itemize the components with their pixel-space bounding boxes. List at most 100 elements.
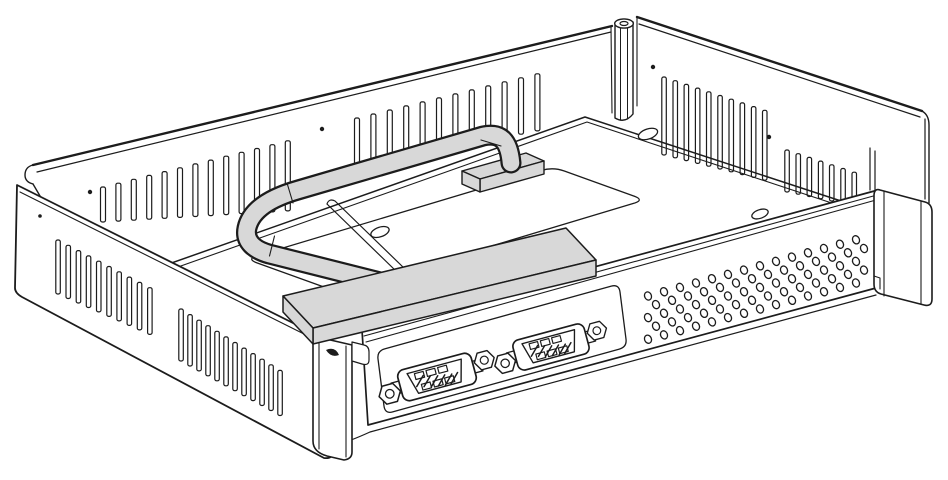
vent-hole (643, 291, 653, 301)
vent-slot (178, 308, 184, 362)
vent-slot (161, 171, 168, 219)
vent-slot (85, 255, 92, 309)
back-wall-end-cap (24, 164, 34, 185)
vent-hole (723, 312, 733, 323)
vent-hole (683, 291, 693, 301)
vent-slot (683, 83, 690, 162)
vent-hole (699, 286, 709, 297)
vent-hole (667, 295, 677, 306)
vent-hole (643, 334, 653, 344)
chassis-floor (94, 116, 903, 296)
vent-slot (370, 113, 377, 165)
vent-hole (675, 325, 685, 336)
vent-hole (803, 269, 813, 280)
floor-screw-hole (637, 127, 659, 141)
vent-hole (691, 299, 701, 310)
front-panel (350, 189, 879, 441)
right-wall (635, 15, 930, 207)
vent-hole (691, 321, 701, 331)
vent-slot (717, 94, 723, 170)
vent-slot (196, 319, 202, 372)
vent-hole (739, 286, 749, 297)
floor-screw-hole (751, 208, 769, 220)
floor-rib-strip (326, 199, 406, 273)
vent-hole (763, 269, 773, 280)
vent-hole (827, 252, 837, 262)
right-wall-end-edge (921, 110, 930, 204)
vent-slot (353, 117, 361, 168)
vent-slot (65, 244, 72, 300)
vent-slot (534, 73, 541, 132)
vent-slot (136, 281, 143, 331)
vent-hole (819, 286, 829, 297)
vent-slot (126, 276, 133, 327)
vent-slot (268, 364, 274, 412)
right-wall-slots-a (661, 76, 768, 181)
vent-hole (835, 239, 845, 249)
mounting-bar (282, 227, 597, 345)
vent-hole (787, 273, 797, 284)
vent-hole (643, 312, 653, 323)
vent-hole (859, 243, 869, 254)
vent-hole (779, 265, 789, 275)
vent-slot (661, 76, 667, 156)
vent-hole (755, 304, 765, 314)
vent-hole (859, 265, 869, 275)
vent-hole (731, 278, 741, 288)
screw-hole-dot (650, 64, 656, 70)
vent-slot (672, 80, 679, 159)
left-wall (14, 184, 333, 460)
vent-slot (223, 155, 230, 216)
vent-hole (795, 261, 805, 271)
vent-hole (795, 282, 805, 293)
vent-hole (771, 278, 781, 288)
vent-hole (851, 256, 861, 267)
front-left-corner-post (312, 335, 370, 461)
screw-hole-dot (38, 214, 42, 218)
vent-hole (779, 286, 789, 297)
vent-slot (75, 250, 82, 304)
vent-hole (747, 273, 757, 284)
screw-hole-dot (766, 134, 772, 140)
vent-hole (707, 317, 717, 327)
vent-slot (214, 330, 220, 382)
right-end-bracket (873, 188, 933, 307)
vent-slot (99, 186, 107, 223)
cable-seam (268, 139, 502, 257)
vent-slot (761, 109, 768, 181)
vent-slot (517, 77, 525, 135)
corner-hook (326, 348, 339, 356)
vent-hole (739, 308, 749, 319)
vent-hole (763, 291, 773, 301)
vent-slot (784, 149, 790, 193)
vent-hole (819, 265, 829, 275)
vent-slot (259, 358, 265, 407)
vent-hole (787, 252, 797, 262)
vent-slot (223, 336, 229, 387)
vent-slot (840, 167, 846, 204)
vent-hole (811, 278, 821, 288)
vent-slot (95, 260, 102, 313)
vent-slot (192, 163, 199, 218)
vent-hole (667, 317, 677, 327)
vent-hole (723, 291, 733, 301)
vent-hole (755, 261, 765, 271)
vent-slot (750, 105, 757, 179)
vent-slot (130, 178, 137, 221)
vent-hole (835, 261, 845, 271)
vent-hole (675, 304, 685, 314)
corner-clip-tab (351, 341, 370, 366)
vent-slot (205, 325, 211, 377)
vent-slot (277, 369, 283, 417)
vent-slot (187, 314, 193, 367)
vent-slot (55, 239, 61, 295)
left-wall-slots-a (55, 239, 153, 336)
hex-standoff (614, 18, 635, 121)
vent-hole (691, 278, 701, 288)
left-wall-slots-b (178, 308, 283, 417)
vent-hole (739, 265, 749, 275)
vent-hole (771, 256, 781, 267)
vent-hole (747, 295, 757, 306)
vent-slot (232, 341, 238, 392)
